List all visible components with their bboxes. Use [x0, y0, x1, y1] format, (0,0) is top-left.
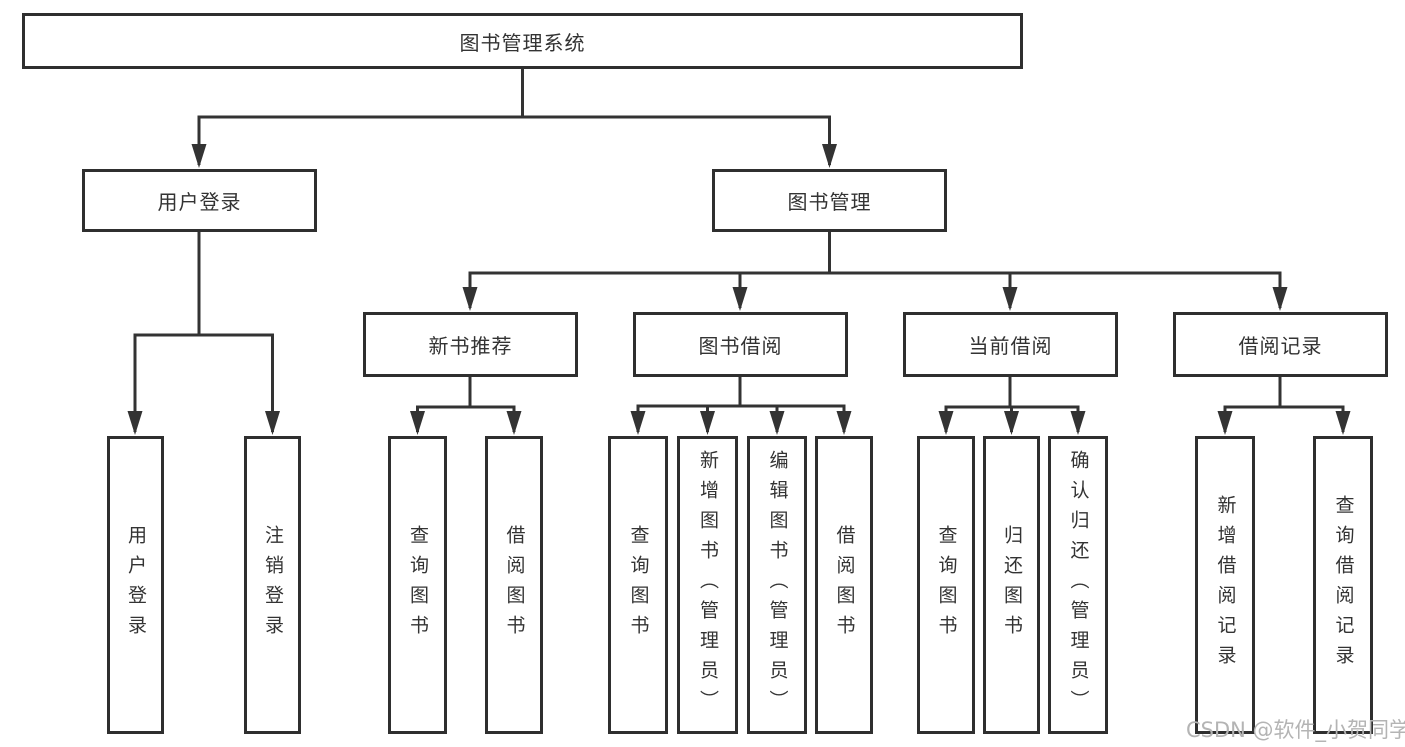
connector-new-book-recommend-children	[410, 377, 522, 435]
node-label: 借阅图书	[833, 525, 856, 645]
leaf-borrow-edit-books-admin: 编辑图书（管理员）	[747, 436, 807, 734]
watermark: CSDN @软件_小贺同学	[1186, 718, 1405, 742]
leaf-current-confirm-return-admin: 确认归还（管理员）	[1048, 436, 1108, 734]
leaf-current-query-books: 查询图书	[917, 436, 975, 734]
node-user-login: 用户登录	[82, 169, 317, 232]
node-current-borrow: 当前借阅	[903, 312, 1118, 377]
node-label: 图书借阅	[698, 334, 783, 358]
connector-book-borrow-children	[630, 377, 852, 435]
leaf-borrow-borrow-books: 借阅图书	[815, 436, 873, 734]
node-label: 新增图书（管理员）	[696, 450, 719, 720]
connector-user-login-children	[127, 232, 280, 435]
node-label: 用户登录	[124, 525, 147, 645]
leaf-borrow-add-books-admin: 新增图书（管理员）	[677, 436, 738, 734]
node-borrow-records: 借阅记录	[1173, 312, 1388, 377]
node-label: 查询图书	[935, 525, 958, 645]
node-label: 图书管理系统	[459, 30, 586, 55]
node-label: 查询图书	[627, 525, 650, 645]
node-label: 当前借阅	[968, 334, 1053, 358]
leaf-user-login: 用户登录	[107, 436, 164, 734]
node-label: 借阅图书	[503, 525, 526, 645]
node-label: 编辑图书（管理员）	[766, 450, 789, 720]
node-new-book-recommend: 新书推荐	[363, 312, 578, 377]
node-label: 归还图书	[1000, 525, 1023, 645]
leaf-logout: 注销登录	[244, 436, 301, 734]
leaf-records-query-record: 查询借阅记录	[1313, 436, 1373, 734]
node-label: 用户登录	[157, 190, 242, 214]
node-book-borrow: 图书借阅	[633, 312, 848, 377]
node-label: 图书管理	[787, 190, 872, 214]
node-label: 查询图书	[406, 525, 429, 645]
node-label: 查询借阅记录	[1332, 495, 1355, 675]
leaf-records-add-record: 新增借阅记录	[1195, 436, 1255, 734]
node-library-system: 图书管理系统	[22, 13, 1023, 69]
node-label: 注销登录	[261, 525, 284, 645]
connector-current-borrow-children	[938, 377, 1086, 435]
leaf-borrow-query-books: 查询图书	[608, 436, 668, 734]
node-book-management: 图书管理	[712, 169, 947, 232]
node-label: 新书推荐	[428, 334, 513, 358]
connector-book-management-children	[462, 232, 1288, 311]
leaf-recommend-borrow-books: 借阅图书	[485, 436, 543, 734]
leaf-recommend-query-books: 查询图书	[388, 436, 447, 734]
leaf-current-return-books: 归还图书	[983, 436, 1040, 734]
node-label: 确认归还（管理员）	[1067, 450, 1090, 720]
node-label: 新增借阅记录	[1214, 495, 1237, 675]
connector-root-to-level2	[191, 68, 837, 168]
connector-borrow-records-children	[1217, 377, 1351, 435]
node-label: 借阅记录	[1238, 334, 1323, 358]
